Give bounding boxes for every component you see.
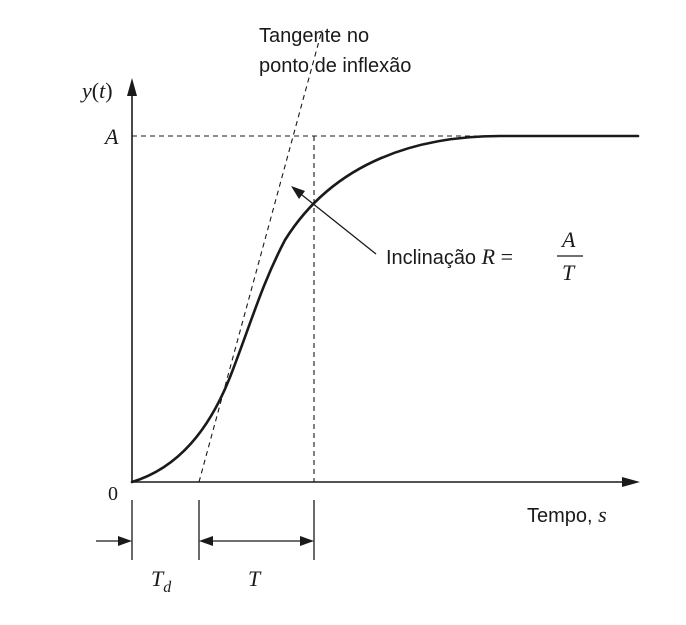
dead-time-label: Td — [151, 566, 172, 596]
slope-equals: = — [495, 244, 513, 269]
slope-denominator: T — [562, 260, 576, 285]
x-axis-label-text: Tempo, — [527, 505, 598, 527]
y-axis-label-fn: y — [80, 78, 92, 103]
origin-label: 0 — [108, 483, 118, 505]
steady-state-value-label: A — [103, 124, 119, 149]
time-constant-arrowhead-right — [300, 536, 314, 546]
y-axis-label: y(t) — [80, 78, 113, 103]
slope-annotation: Inclinação R = — [386, 244, 513, 269]
y-axis-label-arg: t — [99, 78, 106, 103]
x-axis-label: Tempo, s — [527, 502, 607, 527]
time-constant-label: T — [248, 566, 262, 591]
slope-pointer-arrowhead — [291, 186, 305, 199]
dead-time-sub: d — [163, 579, 172, 596]
tangent-annotation-line1: Tangente no — [259, 25, 369, 47]
slope-prefix: Inclinação — [386, 247, 482, 269]
y-axis-arrowhead — [127, 78, 137, 96]
y-axis-label-close: ) — [105, 78, 112, 103]
tangent-annotation-line2: ponto de inflexão — [259, 55, 411, 77]
inflection-tangent-line — [198, 29, 323, 483]
slope-var: R — [481, 244, 496, 269]
time-constant-arrowhead-left — [199, 536, 213, 546]
dead-time-arrowhead — [118, 536, 132, 546]
x-axis-label-unit: s — [598, 502, 607, 527]
slope-numerator: A — [560, 227, 576, 252]
dead-time-main: T — [151, 566, 165, 591]
x-axis-arrowhead — [622, 477, 640, 487]
slope-pointer-arrow — [296, 190, 377, 255]
y-axis-label-open: ( — [92, 78, 99, 103]
response-curve — [130, 134, 640, 484]
